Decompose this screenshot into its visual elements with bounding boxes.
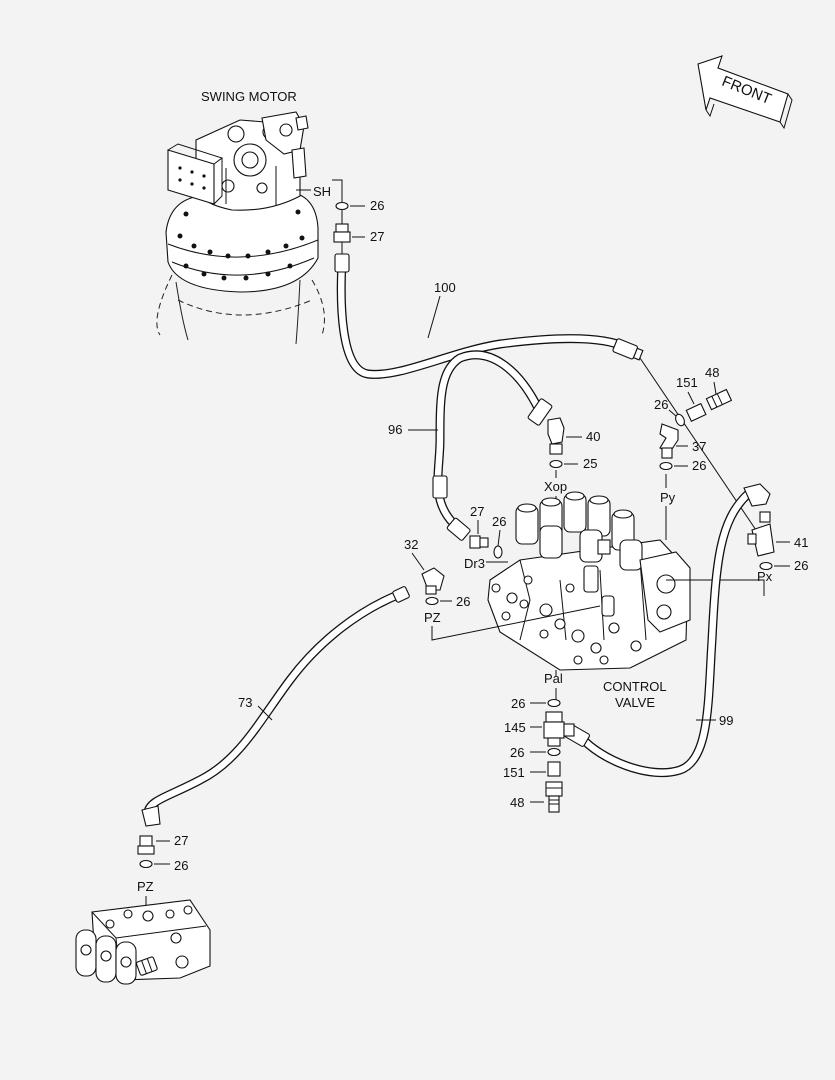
tee-145 (543, 711, 575, 747)
callout-100: 100 (434, 280, 456, 295)
callout-26-px: 26 (794, 558, 808, 573)
o-ring-icon (335, 201, 349, 211)
adapter-27-motor (333, 223, 351, 256)
sh-port-group: SH 26 27 (296, 179, 384, 256)
callout-151-low: 151 (503, 765, 525, 780)
hose-99: 99 (564, 483, 771, 778)
port-sh-label: SH (313, 184, 331, 199)
callout-26-py: 26 (692, 458, 706, 473)
hose-100: 100 (334, 253, 644, 379)
callout-26-block: 26 (174, 858, 188, 873)
callout-26-top: 26 (654, 397, 668, 412)
callout-32: 32 (404, 537, 418, 552)
callout-26-pz: 26 (456, 594, 470, 609)
top-right-fittings: 151 48 26 37 26 Py (654, 365, 733, 540)
port-pz-block-label: PZ (137, 879, 154, 894)
callout-26-dr3: 26 (492, 514, 506, 529)
callout-25: 25 (583, 456, 597, 471)
fitting-40-group: 40 25 Xop (544, 417, 600, 520)
fitting-41-group: 41 26 Px (747, 511, 808, 584)
port-pal-label: Pal (544, 671, 563, 686)
callout-41: 41 (794, 535, 808, 550)
port-py-label: Py (660, 490, 676, 505)
control-valve: CONTROL VALVE (487, 491, 691, 710)
hose-96: 96 (388, 350, 553, 541)
callout-26-pal: 26 (511, 696, 525, 711)
callout-26-motor: 26 (370, 198, 384, 213)
hose-73: 73 (141, 586, 410, 827)
elbow-37 (659, 423, 679, 459)
port-xop-label: Xop (544, 479, 567, 494)
callout-37: 37 (692, 439, 706, 454)
callout-151-top: 151 (676, 375, 698, 390)
port-dr3-label: Dr3 (464, 556, 485, 571)
dr3-port-group: 27 26 Dr3 (464, 504, 508, 571)
callout-48-low: 48 (510, 795, 524, 810)
pal-fitting-stack: Pal 26 145 26 151 48 (503, 670, 575, 813)
pilot-block-fittings: 27 26 PZ (137, 833, 188, 916)
callout-96: 96 (388, 422, 402, 437)
callout-40: 40 (586, 429, 600, 444)
callout-145: 145 (504, 720, 526, 735)
callout-27-motor: 27 (370, 229, 384, 244)
callout-99: 99 (719, 713, 733, 728)
control-valve-label-line2: VALVE (615, 695, 655, 710)
control-valve-label-line1: CONTROL (603, 679, 667, 694)
callout-27-dr3: 27 (470, 504, 484, 519)
fitting-48-low (545, 781, 563, 813)
port-px-label: Px (757, 569, 773, 584)
swing-motor: SWING MOTOR (156, 89, 325, 345)
swing-motor-label: SWING MOTOR (201, 89, 297, 104)
port-pz-valve-label: PZ (424, 610, 441, 625)
callout-73: 73 (238, 695, 252, 710)
callout-27-block: 27 (174, 833, 188, 848)
callout-48-top: 48 (705, 365, 719, 380)
callout-26-low: 26 (510, 745, 524, 760)
front-direction-arrow: FRONT (697, 55, 793, 130)
pilot-valve-block (75, 899, 211, 985)
pz-valve-group: 32 26 PZ (404, 537, 470, 625)
